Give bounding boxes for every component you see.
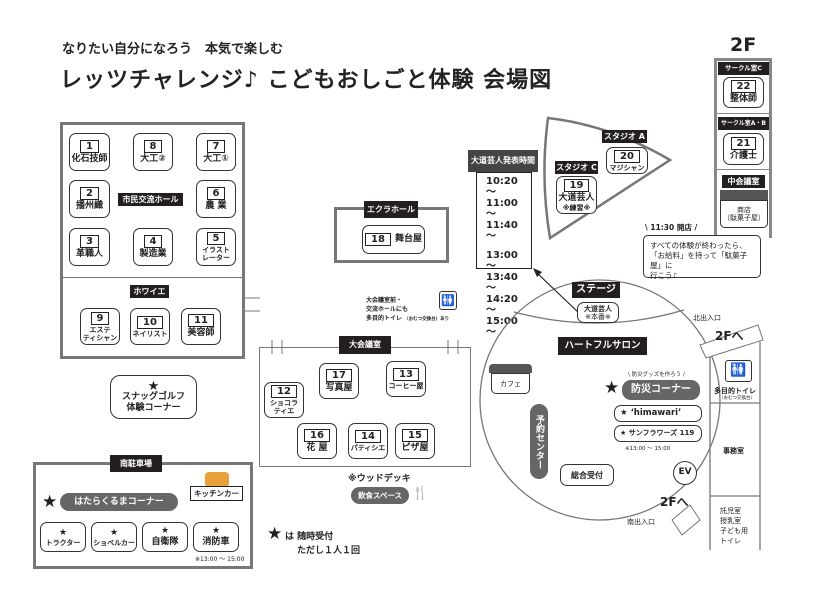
floor-2f-column bbox=[714, 58, 772, 238]
stage-label: ステージ bbox=[572, 282, 620, 298]
sunflowers-note: ※13:00 〜 15:00 bbox=[625, 446, 671, 452]
stairs-to-2f-north[interactable]: 2Fへ bbox=[715, 329, 744, 343]
civic-hall bbox=[60, 122, 245, 359]
subtitle: なりたい自分になろう 本気で楽しむ bbox=[62, 42, 284, 57]
meeting-room-label: 大会議室 bbox=[339, 336, 391, 354]
nursery: 託児室授乳室子ども用トイレ bbox=[720, 507, 748, 545]
star-icon: ★ bbox=[267, 524, 283, 544]
fork-knife-icon: 🍴 bbox=[412, 486, 429, 501]
candy-shop[interactable]: 商店（駄菓子屋） bbox=[720, 200, 768, 228]
civic-hall-label: 市民交流ホール bbox=[118, 193, 183, 206]
vehicle-excavator[interactable]: ★ショベルカー bbox=[91, 522, 137, 552]
toilet-icon: 🚻 bbox=[725, 360, 752, 382]
ecra-hall-label: エクラホール bbox=[364, 201, 418, 218]
vehicle-sdf[interactable]: ★自衛隊 bbox=[142, 522, 188, 552]
wood-deck-note: ※ウッドデッキ bbox=[348, 474, 411, 484]
star-icon: ★ bbox=[42, 492, 58, 512]
elevator[interactable]: EV bbox=[673, 461, 697, 485]
working-vehicle-corner: はたらくるまコーナー bbox=[60, 493, 178, 511]
circle-room-ab-label: サークル室A・B bbox=[718, 117, 769, 130]
stairs-to-2f-south[interactable]: 2Fへ bbox=[660, 495, 689, 509]
south-exit[interactable]: 南出入口 bbox=[627, 518, 655, 526]
cafe[interactable]: カフェ bbox=[491, 373, 530, 394]
himawari-booth[interactable]: ★ ‘himawari’ bbox=[614, 405, 702, 422]
floor-2f-title: 2F bbox=[730, 34, 757, 56]
stage-performer[interactable]: 大道芸人※本番※ bbox=[577, 302, 619, 323]
vehicle-fire-truck[interactable]: ★消防車 bbox=[193, 522, 239, 552]
divider bbox=[60, 277, 245, 278]
parking-label: 南駐車場 bbox=[110, 455, 162, 472]
cafe-awning bbox=[489, 364, 532, 373]
legend-line2: ただし１人１回 bbox=[297, 546, 361, 556]
multipurpose-toilet: 多目的トイレ bbox=[714, 387, 756, 395]
foyer-label: ホワイエ bbox=[130, 285, 169, 298]
schedule-list: 10:20 〜11:00 〜11:40 〜13:00 〜13:40 〜14:20… bbox=[476, 172, 532, 338]
eating-space: 飲食スペース bbox=[351, 487, 409, 504]
kitchen-car: キッチンカー bbox=[190, 486, 243, 501]
kitchen-car-icon bbox=[205, 472, 229, 486]
circle-room-c-label: サークル室C bbox=[718, 62, 769, 75]
legend-line1: は 随時受付 bbox=[285, 532, 334, 542]
toilet-note: 大会議室前・交流ホールにも多目的トイレ （おむつ交換台）あり bbox=[366, 297, 450, 322]
office: 事務室 bbox=[723, 447, 744, 455]
page-title: レッツチャレンジ♪ こどもおしごと体験 会場図 bbox=[60, 68, 553, 93]
studio-a-label: スタジオ A bbox=[602, 130, 647, 143]
schedule-header: 大道芸人発表時間 bbox=[468, 150, 538, 172]
bousai-corner: 防災コーナー bbox=[622, 380, 700, 400]
vehicle-tractor[interactable]: ★トラクター bbox=[40, 522, 86, 552]
parking-note: ※13:00 〜 15:00 bbox=[195, 556, 245, 563]
north-exit[interactable]: 北出入口 bbox=[693, 314, 721, 322]
shop-awning bbox=[720, 190, 768, 200]
bousai-subtitle: \ 防災グッズを作ろう / bbox=[628, 372, 685, 378]
sunflowers-booth[interactable]: ★ サンフラワーズ 119 bbox=[614, 425, 702, 442]
toilet-sub: （おむつ交換台） bbox=[719, 396, 755, 401]
reservation-center[interactable]: 予約センター bbox=[530, 404, 548, 479]
star-icon: ★ bbox=[604, 378, 620, 398]
toilet-icon: 🚻 bbox=[439, 291, 457, 310]
general-reception[interactable]: 総合受付 bbox=[560, 464, 614, 486]
shop-open-time: \ 11:30 開店 / bbox=[645, 223, 698, 232]
mid-meeting-room-label: 中会議室 bbox=[722, 175, 765, 188]
studio-c-label: スタジオ C bbox=[555, 161, 598, 174]
heartful-salon-label: ハートフルサロン bbox=[558, 337, 647, 355]
snag-golf-corner[interactable]: ★スナッグゴルフ体験コーナー bbox=[110, 375, 197, 419]
shop-callout: すべての体験が終わったら、「お給料」を持って「駄菓子屋」に行こう♪ bbox=[643, 235, 761, 280]
